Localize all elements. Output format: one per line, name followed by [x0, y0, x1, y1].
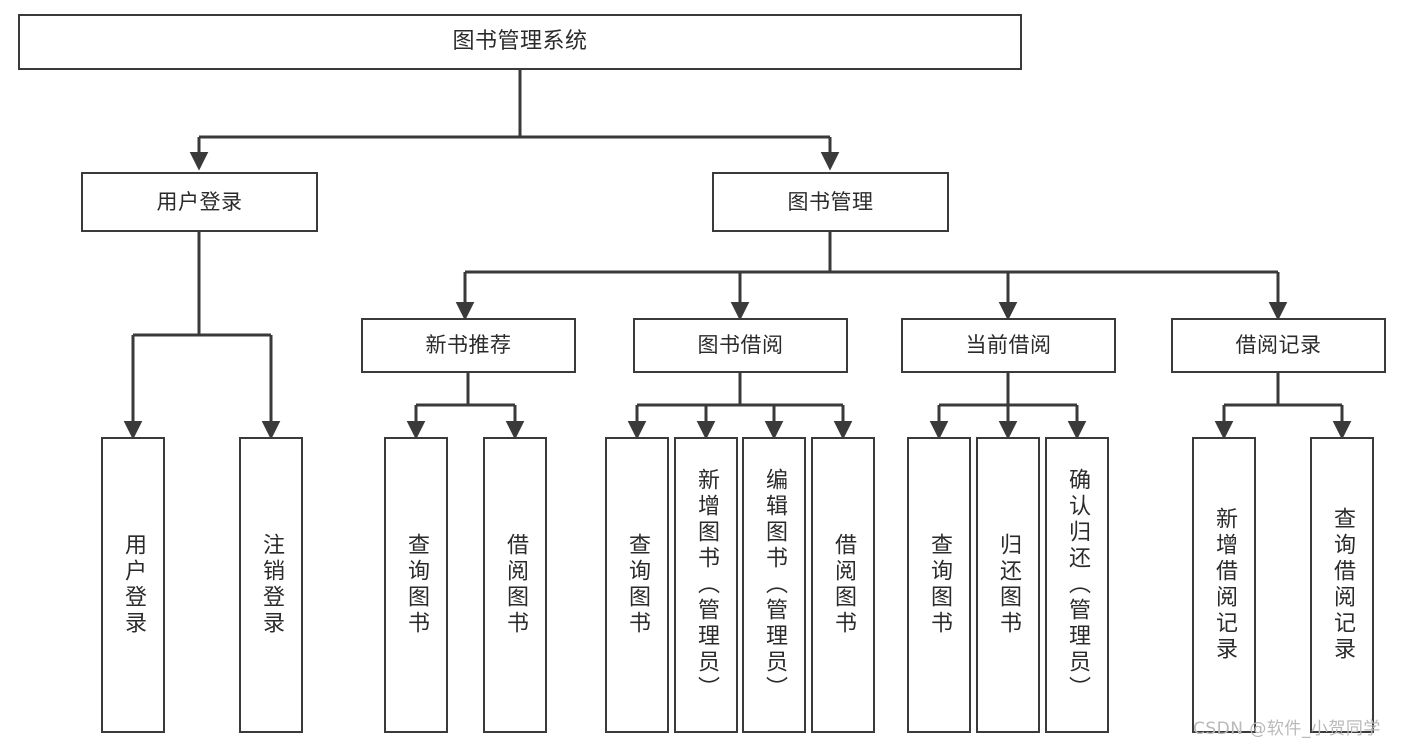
node-current-borrow[interactable]: 当前借阅: [901, 318, 1116, 373]
node-leaf-query-book-current[interactable]: 查询图书: [907, 437, 971, 733]
node-leaf-return-book[interactable]: 归还图书: [976, 437, 1040, 733]
node-user-login[interactable]: 用户登录: [81, 172, 318, 232]
node-leaf-query-book-new[interactable]: 查询图书: [384, 437, 448, 733]
node-new-book-recommend[interactable]: 新书推荐: [361, 318, 576, 373]
node-leaf-add-borrow-record[interactable]: 新增借阅记录: [1192, 437, 1256, 733]
node-label: 图书管理: [787, 189, 874, 214]
node-label: 查询图书: [625, 533, 650, 637]
node-leaf-borrow-book-new[interactable]: 借阅图书: [483, 437, 547, 733]
node-leaf-logout[interactable]: 注销登录: [239, 437, 303, 733]
node-label: 借阅记录: [1235, 333, 1322, 358]
node-label: 确认归还（管理员）: [1065, 468, 1090, 702]
node-leaf-add-book-admin[interactable]: 新增图书（管理员）: [674, 437, 738, 733]
node-leaf-edit-book-admin[interactable]: 编辑图书（管理员）: [742, 437, 806, 733]
node-leaf-confirm-return-admin[interactable]: 确认归还（管理员）: [1045, 437, 1109, 733]
node-leaf-query-book-borrow[interactable]: 查询图书: [605, 437, 669, 733]
node-leaf-query-borrow-record[interactable]: 查询借阅记录: [1310, 437, 1374, 733]
node-label: 归还图书: [996, 533, 1021, 637]
node-book-management[interactable]: 图书管理: [712, 172, 949, 232]
node-label: 借阅图书: [831, 533, 856, 637]
node-label: 查询图书: [927, 533, 952, 637]
node-label: 图书借阅: [697, 333, 784, 358]
node-label: 注销登录: [259, 533, 284, 637]
node-label: 图书管理系统: [452, 29, 588, 55]
node-book-borrow[interactable]: 图书借阅: [633, 318, 848, 373]
node-leaf-user-login[interactable]: 用户登录: [101, 437, 165, 733]
csdn-watermark: CSDN @软件_小贺同学: [1193, 719, 1381, 739]
node-label: 新增图书（管理员）: [694, 468, 719, 702]
node-root-book-management-system[interactable]: 图书管理系统: [18, 14, 1022, 70]
node-label: 借阅图书: [503, 533, 528, 637]
node-leaf-borrow-book[interactable]: 借阅图书: [811, 437, 875, 733]
node-label: 新书推荐: [425, 333, 512, 358]
node-label: 新增借阅记录: [1212, 507, 1237, 663]
node-label: 用户登录: [156, 189, 243, 214]
node-label: 查询图书: [404, 533, 429, 637]
node-label: 查询借阅记录: [1330, 507, 1355, 663]
node-label: 用户登录: [121, 533, 146, 637]
node-borrow-record[interactable]: 借阅记录: [1171, 318, 1386, 373]
node-label: 当前借阅: [965, 333, 1052, 358]
node-label: 编辑图书（管理员）: [762, 468, 787, 702]
